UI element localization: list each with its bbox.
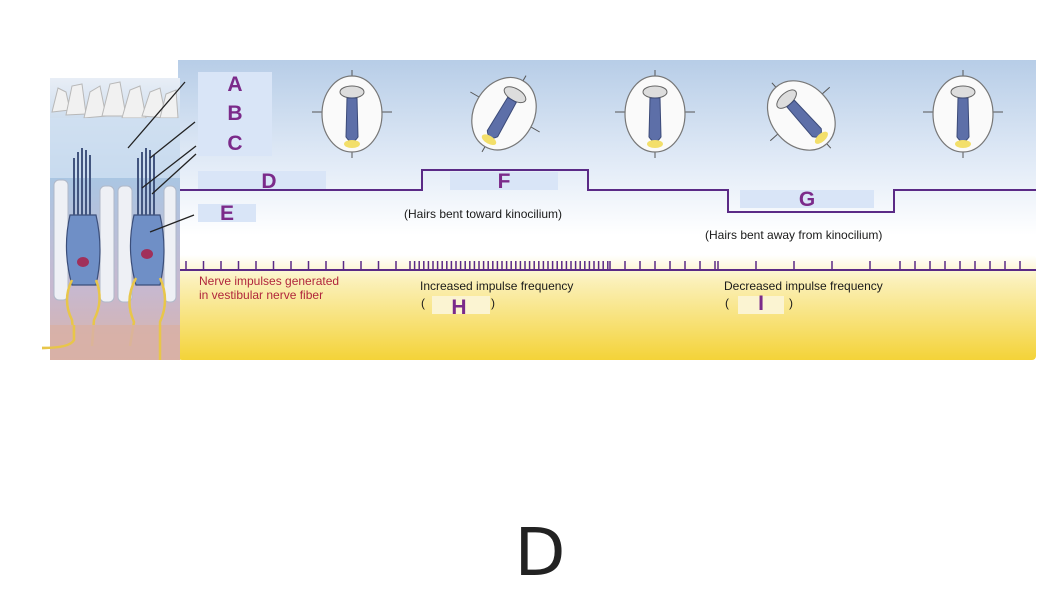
nerve-panel [178,255,1036,360]
label-B: B [227,102,243,125]
answer-letter: D [514,514,566,591]
head-icon-4 [766,80,836,151]
paren-close-i: ) [789,296,793,310]
receptor-potential-trace [180,169,1036,213]
impulse-ticks [185,261,1021,270]
label-box-d [198,171,326,191]
paren-open-h: ( [421,296,425,310]
paren-close-h: ) [491,296,495,310]
head-icon-5 [923,70,1003,158]
paren-open-i: ( [725,296,729,310]
caption-hairs-away: (Hairs bent away from kinocilium) [705,228,883,242]
label-box-abc [198,72,272,156]
caption-increased: Increased impulse frequency [420,279,574,293]
caption-decreased: Decreased impulse frequency [724,279,883,293]
label-box-g [740,190,874,208]
label-H: H [451,296,467,319]
label-E: E [219,202,234,225]
head-icon-3 [615,70,695,158]
label-box-h [432,296,490,314]
head-icon-1 [312,70,392,158]
head-icon-2 [470,75,540,153]
caption-hairs-toward: (Hairs bent toward kinocilium) [404,207,563,221]
hair-cell-illustration [41,78,197,360]
label-F: F [497,170,511,193]
label-G: G [798,188,816,211]
sky-panel [178,60,1036,235]
label-I: I [758,292,764,315]
caption-nerve-line2: in vestibular nerve fiber [199,288,324,302]
label-A: A [227,73,243,96]
label-box-e [198,204,256,222]
label-box-f [450,172,558,190]
caption-nerve-line1: Nerve impulses generated [199,274,340,288]
label-D: D [261,170,277,193]
label-box-i [738,296,784,314]
vestibular-hair-cell-diagram [41,60,1036,360]
label-C: C [227,132,243,155]
